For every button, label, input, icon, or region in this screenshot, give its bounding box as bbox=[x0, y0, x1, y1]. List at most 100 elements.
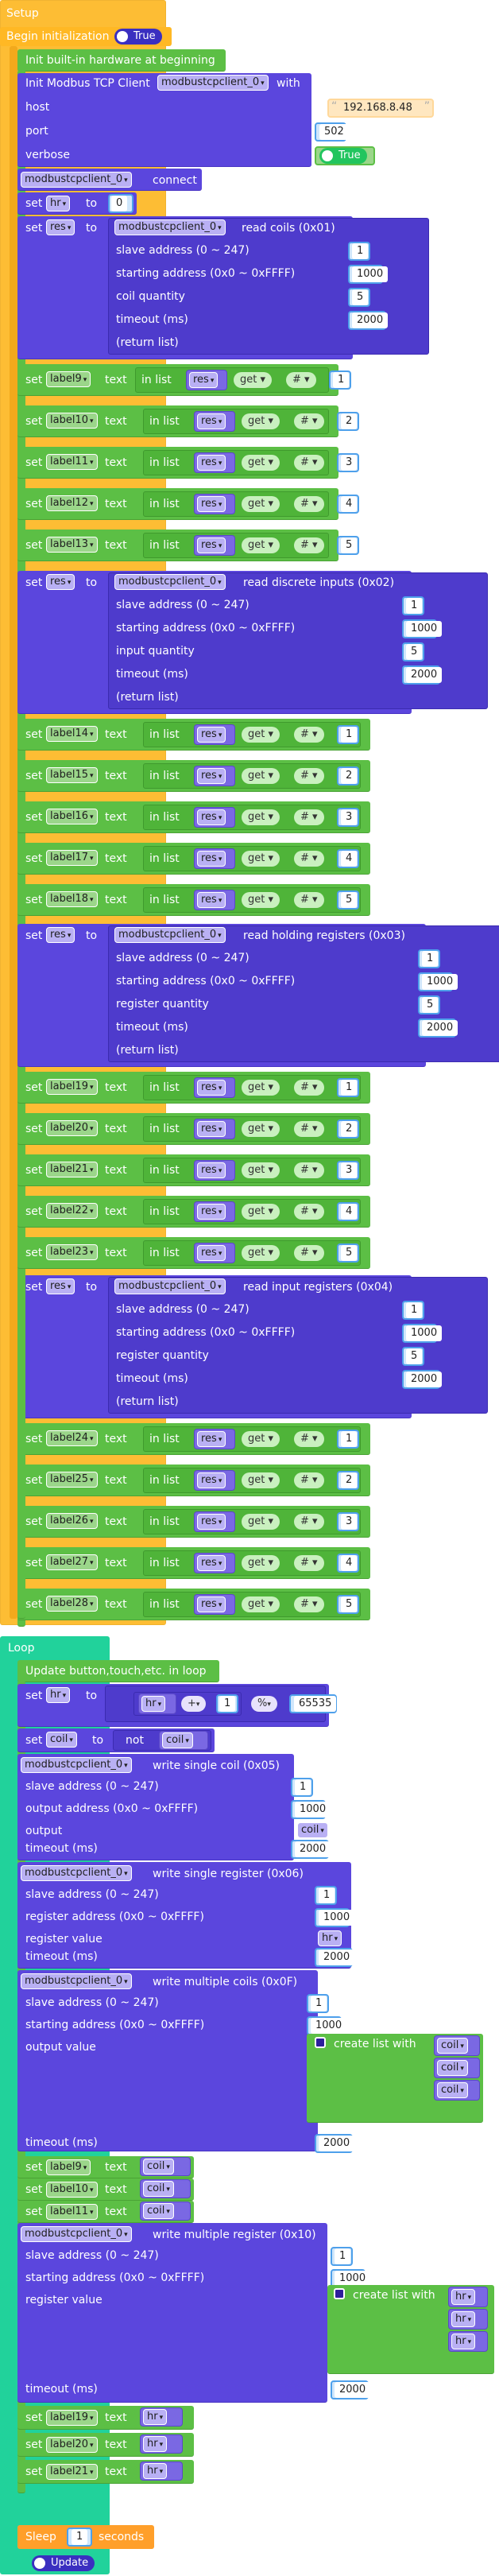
write-reg-timeout-value[interactable]: 2000 bbox=[319, 1949, 355, 1965]
set-label17-get[interactable]: get ▾ bbox=[242, 851, 280, 867]
set-label20-res[interactable]: res▾ bbox=[197, 1121, 226, 1137]
verbose-toggle[interactable]: True bbox=[319, 148, 367, 164]
init-client-dropdown[interactable]: modbustcpclient_0▾ bbox=[157, 75, 269, 91]
loop-set-hr-var[interactable]: hr▾ bbox=[46, 1687, 71, 1703]
set-coil-var[interactable]: coil▾ bbox=[46, 1732, 77, 1748]
set-label26-var[interactable]: label26▾ bbox=[46, 1513, 98, 1529]
init-builtin-block[interactable] bbox=[17, 49, 226, 72]
set-label21-var[interactable]: label21▾ bbox=[46, 1162, 98, 1177]
begin-init-toggle[interactable]: True bbox=[114, 29, 162, 45]
read-2-start-value[interactable]: 1000 bbox=[422, 974, 458, 990]
set-label13-res[interactable]: res▾ bbox=[197, 537, 226, 553]
set-label12-res[interactable]: res▾ bbox=[197, 496, 226, 512]
set-label11-index[interactable]: 3 bbox=[341, 455, 358, 471]
set-label27-res[interactable]: res▾ bbox=[197, 1555, 226, 1571]
set-hr-var-dropdown[interactable]: hr▾ bbox=[46, 196, 71, 211]
read-2-timeout-value[interactable]: 2000 bbox=[422, 1020, 458, 1036]
set-label15-res[interactable]: res▾ bbox=[197, 768, 226, 784]
set-label9-index[interactable]: 1 bbox=[333, 372, 350, 388]
read-0-start-value[interactable]: 1000 bbox=[352, 266, 389, 282]
create-hr-list-gear[interactable] bbox=[334, 2288, 345, 2299]
set-label9-res[interactable]: res▾ bbox=[189, 372, 219, 388]
set-label25-var[interactable]: label25▾ bbox=[46, 1472, 98, 1488]
set-label25-get[interactable]: get ▾ bbox=[242, 1472, 280, 1488]
read-0-call[interactable] bbox=[108, 218, 429, 355]
set-label27-hash[interactable]: # ▾ bbox=[294, 1555, 324, 1571]
set-label23-get[interactable]: get ▾ bbox=[242, 1245, 280, 1261]
write-coil-slave-value[interactable]: 1 bbox=[295, 1779, 311, 1795]
set-label11-hash[interactable]: # ▾ bbox=[294, 455, 324, 471]
set-label20-get[interactable]: get ▾ bbox=[242, 1121, 280, 1137]
set-label11-get[interactable]: get ▾ bbox=[242, 455, 280, 471]
set-label14-index[interactable]: 1 bbox=[341, 727, 358, 743]
set-label12-var[interactable]: label12▾ bbox=[46, 495, 98, 511]
set-label16-hash[interactable]: # ▾ bbox=[294, 809, 324, 825]
set-label10-hash[interactable]: # ▾ bbox=[294, 413, 324, 429]
loop-set-label9-coil[interactable]: coil▾ bbox=[143, 2159, 174, 2174]
set-label28-index[interactable]: 5 bbox=[341, 1596, 358, 1612]
write-coils-timeout-value[interactable]: 2000 bbox=[319, 2136, 355, 2151]
set-label16-index[interactable]: 3 bbox=[341, 809, 358, 825]
set-label19-index[interactable]: 1 bbox=[341, 1080, 358, 1096]
modulo-operator[interactable]: %▾ bbox=[251, 1696, 277, 1712]
set-label17-var[interactable]: label17▾ bbox=[46, 850, 98, 866]
plus-one-value[interactable]: 1 bbox=[219, 1696, 236, 1712]
set-label15-hash[interactable]: # ▾ bbox=[294, 768, 324, 784]
write-reg-client[interactable]: modbustcpclient_0▾ bbox=[21, 1865, 132, 1881]
create-hr-item-0[interactable]: hr▾ bbox=[451, 2289, 476, 2305]
set-label24-res[interactable]: res▾ bbox=[197, 1431, 226, 1447]
create-hr-item-1[interactable]: hr▾ bbox=[451, 2311, 476, 2327]
set-label12-get[interactable]: get ▾ bbox=[242, 496, 280, 512]
set-label28-var[interactable]: label28▾ bbox=[46, 1596, 98, 1612]
set-label12-index[interactable]: 4 bbox=[341, 496, 358, 512]
read-3-qty-value[interactable]: 5 bbox=[406, 1348, 423, 1364]
write-coils-slave-value[interactable]: 1 bbox=[311, 1996, 327, 2012]
set-label28-res[interactable]: res▾ bbox=[197, 1596, 226, 1612]
set-label28-hash[interactable]: # ▾ bbox=[294, 1596, 324, 1612]
read-2-qty-value[interactable]: 5 bbox=[422, 997, 439, 1013]
set-label13-index[interactable]: 5 bbox=[341, 537, 358, 553]
not-coil-var[interactable]: coil▾ bbox=[162, 1732, 193, 1748]
write-reg-val[interactable]: hr▾ bbox=[318, 1930, 342, 1946]
loop-set-label21-var[interactable]: label21▾ bbox=[46, 2464, 98, 2480]
loop-set-label19-var[interactable]: label19▾ bbox=[46, 2410, 98, 2426]
set-label19-get[interactable]: get ▾ bbox=[242, 1080, 280, 1096]
set-label16-get[interactable]: get ▾ bbox=[242, 809, 280, 825]
set-label13-var[interactable]: label13▾ bbox=[46, 537, 98, 553]
set-label20-index[interactable]: 2 bbox=[341, 1121, 358, 1137]
write-coils-client[interactable]: modbustcpclient_0▾ bbox=[21, 1973, 132, 1989]
loop-set-label21-hr[interactable]: hr▾ bbox=[143, 2463, 168, 2479]
read-3-var[interactable]: res▾ bbox=[46, 1278, 75, 1294]
loop-set-label20-hr[interactable]: hr▾ bbox=[143, 2436, 168, 2452]
write-reg-addr-value[interactable]: 1000 bbox=[319, 1910, 355, 1926]
set-label22-res[interactable]: res▾ bbox=[197, 1204, 226, 1220]
set-label19-var[interactable]: label19▾ bbox=[46, 1079, 98, 1095]
set-label26-hash[interactable]: # ▾ bbox=[294, 1514, 324, 1530]
set-label28-get[interactable]: get ▾ bbox=[242, 1596, 280, 1612]
set-label26-res[interactable]: res▾ bbox=[197, 1514, 226, 1530]
set-label13-hash[interactable]: # ▾ bbox=[294, 537, 324, 553]
write-coil-timeout-value[interactable]: 2000 bbox=[295, 1841, 331, 1857]
set-label25-index[interactable]: 2 bbox=[341, 1472, 358, 1488]
read-0-slave-value[interactable]: 1 bbox=[352, 243, 369, 259]
set-label13-get[interactable]: get ▾ bbox=[242, 537, 280, 553]
write-coil-client[interactable]: modbustcpclient_0▾ bbox=[21, 1757, 132, 1773]
set-label23-res[interactable]: res▾ bbox=[197, 1245, 226, 1261]
set-hr-value[interactable]: 0 bbox=[111, 196, 128, 211]
set-label15-var[interactable]: label15▾ bbox=[46, 767, 98, 783]
set-label10-get[interactable]: get ▾ bbox=[242, 413, 280, 429]
loop-set-label20-var[interactable]: label20▾ bbox=[46, 2437, 98, 2453]
set-label23-index[interactable]: 5 bbox=[341, 1245, 358, 1261]
read-0-qty-value[interactable]: 5 bbox=[352, 289, 369, 305]
loop-set-label10-coil[interactable]: coil▾ bbox=[143, 2181, 174, 2197]
sleep-value[interactable]: 1 bbox=[72, 2529, 88, 2545]
set-label14-res[interactable]: res▾ bbox=[197, 727, 226, 743]
read-3-timeout-value[interactable]: 2000 bbox=[406, 1371, 443, 1387]
set-label27-index[interactable]: 4 bbox=[341, 1555, 358, 1571]
read-1-call[interactable] bbox=[108, 572, 488, 709]
update-toggle[interactable]: Update bbox=[32, 2555, 95, 2571]
set-label18-hash[interactable]: # ▾ bbox=[294, 892, 324, 908]
set-label21-hash[interactable]: # ▾ bbox=[294, 1162, 324, 1178]
set-label10-inlist-block[interactable] bbox=[143, 409, 329, 434]
write-coils-addr-value[interactable]: 1000 bbox=[311, 2018, 347, 2034]
